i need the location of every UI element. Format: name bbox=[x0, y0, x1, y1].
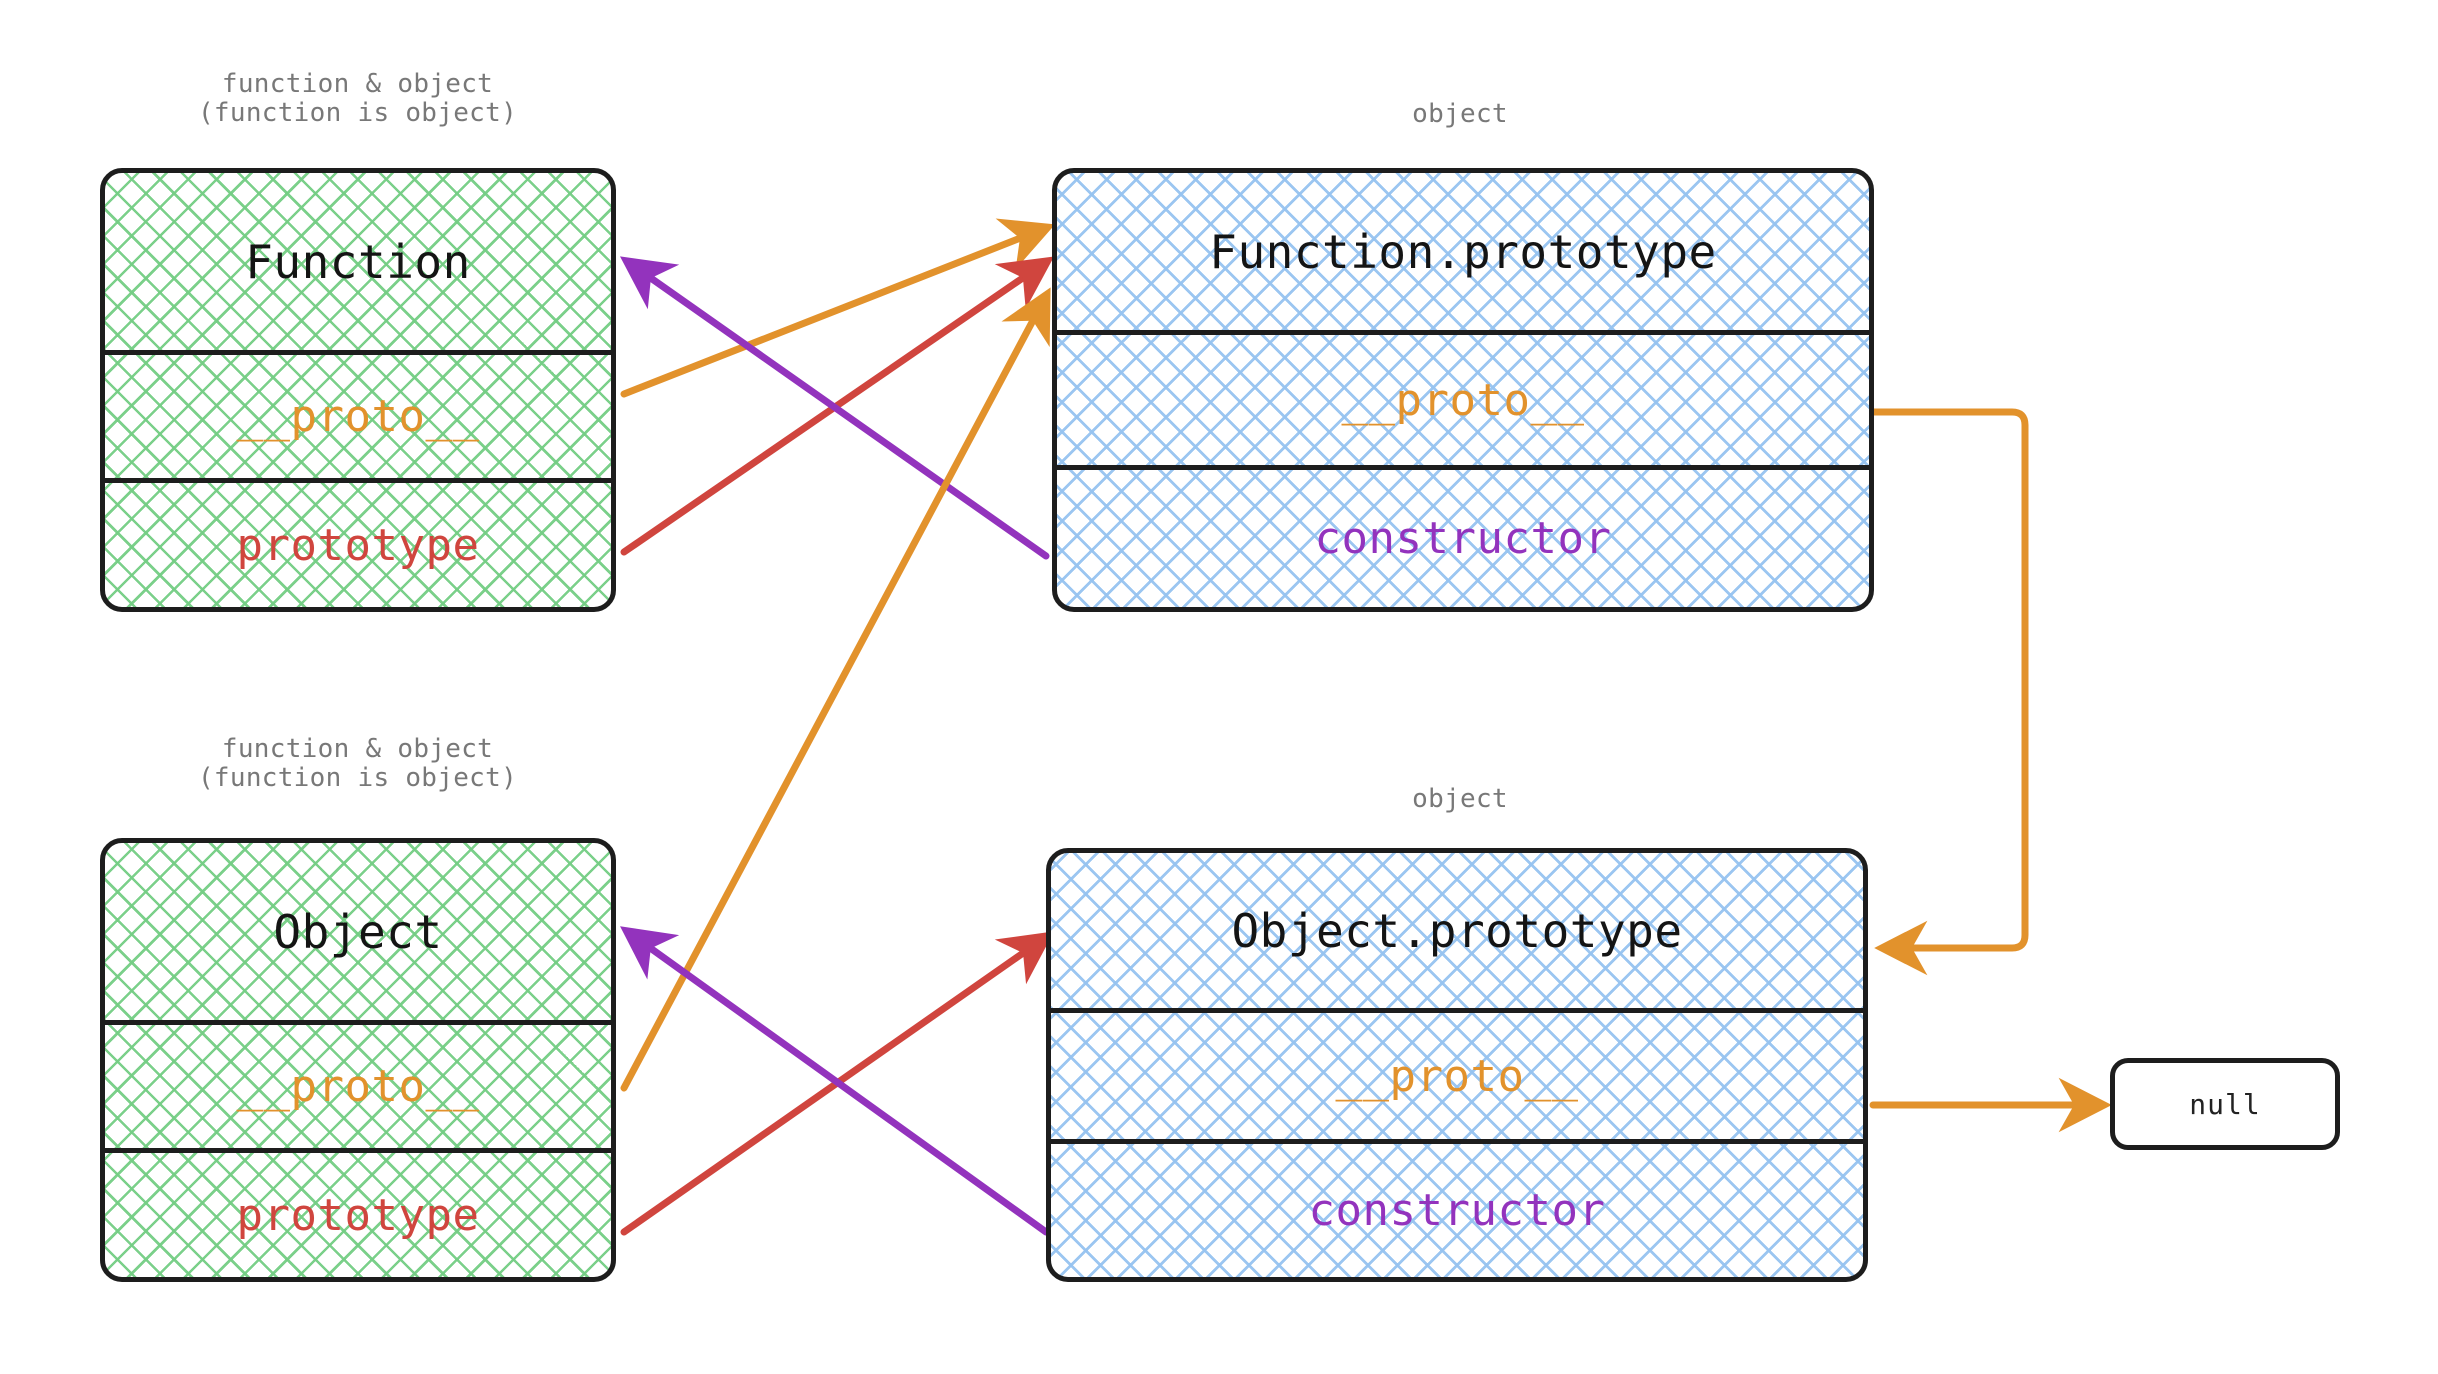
caption-function-prototype-box: object bbox=[1412, 99, 1508, 129]
edge-object-prototype-field-to-object-prototype bbox=[620, 931, 1055, 1236]
caption-function-box: function & object (function is object) bbox=[197, 69, 518, 129]
edge-object-proto-to-function-prototype bbox=[620, 287, 1051, 1092]
node-object-prototype-row[interactable]: prototype bbox=[105, 1148, 611, 1277]
node-object[interactable]: Object __proto__ prototype bbox=[100, 838, 616, 1282]
node-function-title: Function bbox=[245, 234, 471, 289]
node-object-proto-label: __proto__ bbox=[236, 1061, 480, 1112]
node-object-prototype-title-row: Object.prototype bbox=[1051, 853, 1863, 1008]
node-object-title: Object bbox=[273, 904, 443, 959]
node-object-proto-row[interactable]: __proto__ bbox=[105, 1020, 611, 1148]
node-object-prototype-title: Object.prototype bbox=[1231, 903, 1683, 958]
node-object-prototype-label: prototype bbox=[236, 1189, 480, 1241]
caption-object-box: function & object (function is object) bbox=[197, 734, 518, 794]
node-function-prototype-title: Function.prototype bbox=[1209, 224, 1717, 279]
node-function-prototype-label: prototype bbox=[236, 519, 480, 571]
edge-function-prototype-constructor-to-function bbox=[619, 256, 1050, 560]
node-function-proto-row[interactable]: __proto__ bbox=[105, 350, 611, 478]
node-null[interactable]: null bbox=[2110, 1058, 2340, 1150]
node-object-prototype-proto-row[interactable]: __proto__ bbox=[1051, 1008, 1863, 1139]
node-function-prototype-proto-label: __proto__ bbox=[1341, 374, 1585, 426]
node-function-prototype-constructor-label: constructor bbox=[1314, 513, 1612, 564]
node-function-prototype-proto-row[interactable]: __proto__ bbox=[1057, 330, 1869, 465]
node-function[interactable]: Function __proto__ prototype bbox=[100, 168, 616, 612]
node-object-prototype-constructor-row[interactable]: constructor bbox=[1051, 1139, 1863, 1277]
node-function-prototype-row[interactable]: prototype bbox=[105, 478, 611, 607]
node-object-prototype[interactable]: Object.prototype __proto__ constructor bbox=[1046, 848, 1868, 1282]
edge-function-proto-to-function-prototype bbox=[620, 218, 1056, 398]
edge-function-prototype-proto-to-object-prototype bbox=[1869, 408, 2029, 976]
node-object-title-row: Object bbox=[105, 843, 611, 1020]
caption-object-prototype-box: object bbox=[1412, 784, 1508, 814]
node-null-label: null bbox=[2189, 1087, 2261, 1121]
node-function-prototype[interactable]: Function.prototype __proto__ constructor bbox=[1052, 168, 1874, 612]
edge-object-prototype-constructor-to-object bbox=[620, 926, 1050, 1236]
node-object-prototype-constructor-label: constructor bbox=[1308, 1185, 1606, 1236]
node-object-prototype-proto-label: __proto__ bbox=[1335, 1050, 1579, 1102]
node-function-proto-label: __proto__ bbox=[236, 391, 480, 442]
node-function-prototype-constructor-row[interactable]: constructor bbox=[1057, 465, 1869, 607]
edge-function-prototype-field-to-function-prototype bbox=[620, 256, 1055, 556]
node-function-title-row: Function bbox=[105, 173, 611, 350]
node-function-prototype-title-row: Function.prototype bbox=[1057, 173, 1869, 330]
